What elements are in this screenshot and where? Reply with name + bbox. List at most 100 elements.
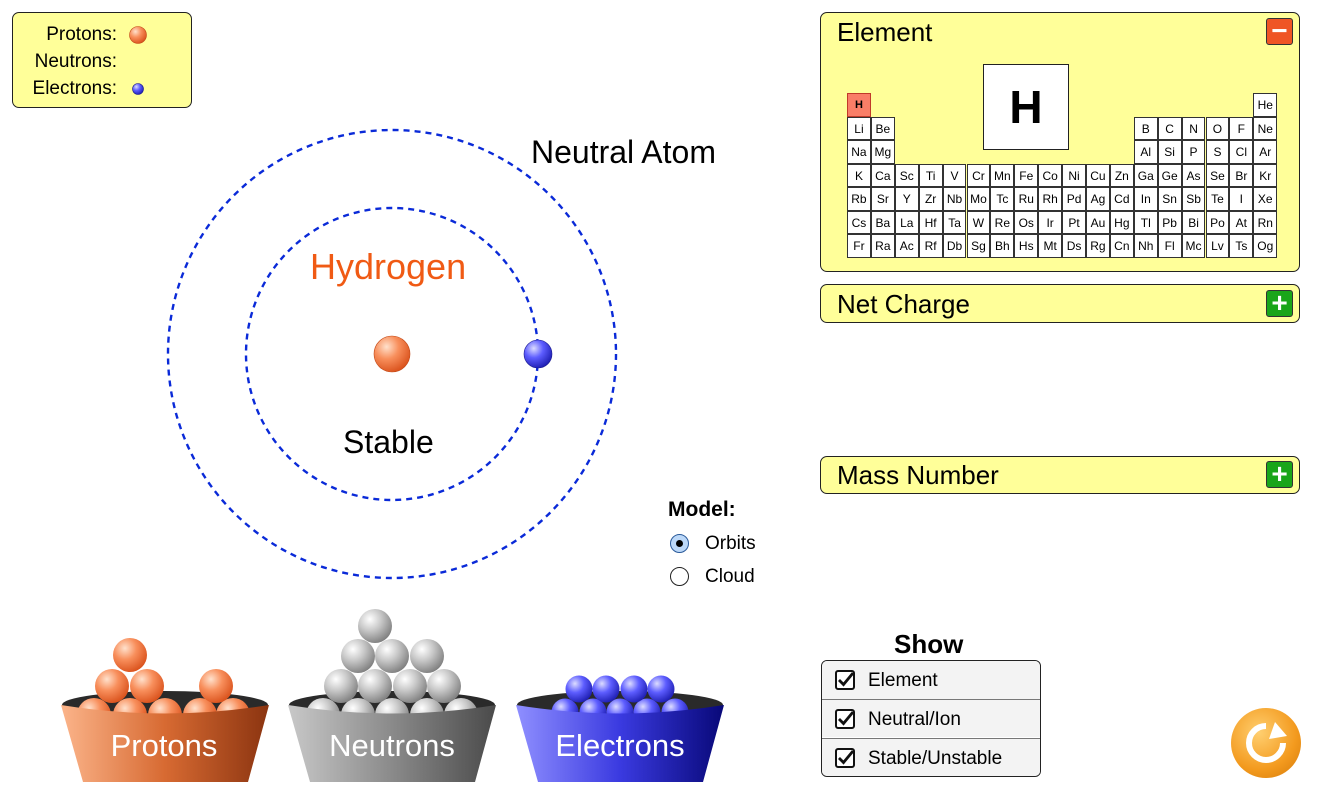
orbit-electron[interactable] <box>523 339 553 369</box>
element-cell-os[interactable]: Os <box>1014 210 1039 234</box>
element-cell-zr[interactable]: Zr <box>918 187 943 211</box>
model-cloud-radio[interactable] <box>670 567 689 586</box>
element-cell-og[interactable]: Og <box>1253 234 1278 258</box>
proton-bucket[interactable] <box>61 705 269 782</box>
element-cell-sn[interactable]: Sn <box>1157 187 1182 211</box>
element-cell-cd[interactable]: Cd <box>1109 187 1134 211</box>
element-panel-collapse-button[interactable]: − <box>1266 17 1293 45</box>
element-cell-ra[interactable]: Ra <box>870 234 895 258</box>
element-cell-po[interactable]: Po <box>1205 210 1230 234</box>
element-cell-la[interactable]: La <box>894 210 919 234</box>
element-cell-li[interactable]: Li <box>847 116 871 140</box>
element-cell-sc[interactable]: Sc <box>894 163 919 187</box>
element-cell-rb[interactable]: Rb <box>847 187 871 211</box>
element-cell-al[interactable]: Al <box>1133 140 1158 164</box>
element-cell-mo[interactable]: Mo <box>966 187 991 211</box>
element-cell-v[interactable]: V <box>942 163 967 187</box>
element-cell-zn[interactable]: Zn <box>1109 163 1134 187</box>
nucleus-proton[interactable] <box>373 335 411 373</box>
reset-button[interactable] <box>1231 708 1301 778</box>
element-cell-co[interactable]: Co <box>1038 163 1063 187</box>
element-cell-lv[interactable]: Lv <box>1205 234 1230 258</box>
show-neutral-ion-option[interactable]: Neutral/Ion <box>822 699 1040 737</box>
show-element-label[interactable]: Element <box>868 670 938 691</box>
element-cell-rn[interactable]: Rn <box>1253 210 1278 234</box>
element-cell-k[interactable]: K <box>847 163 871 187</box>
element-cell-n[interactable]: N <box>1181 116 1206 140</box>
mass-number-expand-button[interactable]: + <box>1266 460 1293 488</box>
element-cell-au[interactable]: Au <box>1086 210 1110 234</box>
show-element-option[interactable]: Element <box>822 661 1040 699</box>
element-cell-te[interactable]: Te <box>1205 187 1230 211</box>
element-cell-hs[interactable]: Hs <box>1014 234 1039 258</box>
element-cell-ts[interactable]: Ts <box>1229 234 1254 258</box>
element-cell-fr[interactable]: Fr <box>847 234 871 258</box>
element-cell-in[interactable]: In <box>1133 187 1158 211</box>
show-neutral-ion-label[interactable]: Neutral/Ion <box>868 709 961 730</box>
element-cell-tl[interactable]: Tl <box>1133 210 1158 234</box>
neutron-bucket[interactable] <box>288 705 496 782</box>
element-cell-ni[interactable]: Ni <box>1062 163 1086 187</box>
element-cell-rf[interactable]: Rf <box>918 234 943 258</box>
element-cell-br[interactable]: Br <box>1229 163 1254 187</box>
element-cell-kr[interactable]: Kr <box>1253 163 1278 187</box>
element-cell-pt[interactable]: Pt <box>1062 210 1086 234</box>
element-cell-pd[interactable]: Pd <box>1062 187 1086 211</box>
model-cloud-label[interactable]: Cloud <box>705 566 755 587</box>
element-cell-s[interactable]: S <box>1205 140 1230 164</box>
element-cell-ac[interactable]: Ac <box>894 234 919 258</box>
element-cell-h[interactable]: H <box>847 93 871 117</box>
show-neutral-ion-checkbox[interactable] <box>835 709 855 729</box>
element-cell-ti[interactable]: Ti <box>918 163 943 187</box>
element-cell-sg[interactable]: Sg <box>966 234 991 258</box>
element-cell-mn[interactable]: Mn <box>990 163 1015 187</box>
element-cell-db[interactable]: Db <box>942 234 967 258</box>
element-cell-cl[interactable]: Cl <box>1229 140 1254 164</box>
element-cell-tc[interactable]: Tc <box>990 187 1015 211</box>
element-cell-re[interactable]: Re <box>990 210 1015 234</box>
element-cell-fe[interactable]: Fe <box>1014 163 1039 187</box>
show-stable-unstable-label[interactable]: Stable/Unstable <box>868 748 1003 769</box>
element-cell-ar[interactable]: Ar <box>1253 140 1278 164</box>
element-cell-y[interactable]: Y <box>894 187 919 211</box>
element-cell-se[interactable]: Se <box>1205 163 1230 187</box>
element-cell-sr[interactable]: Sr <box>870 187 895 211</box>
element-cell-xe[interactable]: Xe <box>1253 187 1278 211</box>
element-cell-w[interactable]: W <box>966 210 991 234</box>
element-cell-c[interactable]: C <box>1157 116 1182 140</box>
element-cell-ir[interactable]: Ir <box>1038 210 1063 234</box>
element-cell-ne[interactable]: Ne <box>1253 116 1278 140</box>
net-charge-expand-button[interactable]: + <box>1266 288 1293 317</box>
show-element-checkbox[interactable] <box>835 670 855 690</box>
element-cell-be[interactable]: Be <box>870 116 895 140</box>
element-cell-f[interactable]: F <box>1229 116 1254 140</box>
element-cell-mc[interactable]: Mc <box>1181 234 1206 258</box>
element-cell-ga[interactable]: Ga <box>1133 163 1158 187</box>
element-cell-ge[interactable]: Ge <box>1157 163 1182 187</box>
show-stable-unstable-option[interactable]: Stable/Unstable <box>822 738 1040 776</box>
element-cell-ca[interactable]: Ca <box>870 163 895 187</box>
element-cell-he[interactable]: He <box>1253 93 1278 117</box>
element-cell-hg[interactable]: Hg <box>1109 210 1134 234</box>
element-cell-bh[interactable]: Bh <box>990 234 1015 258</box>
element-cell-b[interactable]: B <box>1133 116 1158 140</box>
element-cell-ru[interactable]: Ru <box>1014 187 1039 211</box>
show-stable-unstable-checkbox[interactable] <box>835 748 855 768</box>
element-cell-nh[interactable]: Nh <box>1133 234 1158 258</box>
element-cell-i[interactable]: I <box>1229 187 1254 211</box>
element-cell-nb[interactable]: Nb <box>942 187 967 211</box>
element-cell-bi[interactable]: Bi <box>1181 210 1206 234</box>
model-orbits-radio[interactable] <box>670 534 689 553</box>
element-cell-at[interactable]: At <box>1229 210 1254 234</box>
element-cell-ta[interactable]: Ta <box>942 210 967 234</box>
element-cell-ag[interactable]: Ag <box>1086 187 1110 211</box>
element-cell-cu[interactable]: Cu <box>1086 163 1110 187</box>
model-orbits-label[interactable]: Orbits <box>705 533 756 554</box>
element-cell-cs[interactable]: Cs <box>847 210 871 234</box>
element-cell-mg[interactable]: Mg <box>870 140 895 164</box>
element-cell-o[interactable]: O <box>1205 116 1230 140</box>
element-cell-sb[interactable]: Sb <box>1181 187 1206 211</box>
element-cell-as[interactable]: As <box>1181 163 1206 187</box>
element-cell-fl[interactable]: Fl <box>1157 234 1182 258</box>
element-cell-si[interactable]: Si <box>1157 140 1182 164</box>
